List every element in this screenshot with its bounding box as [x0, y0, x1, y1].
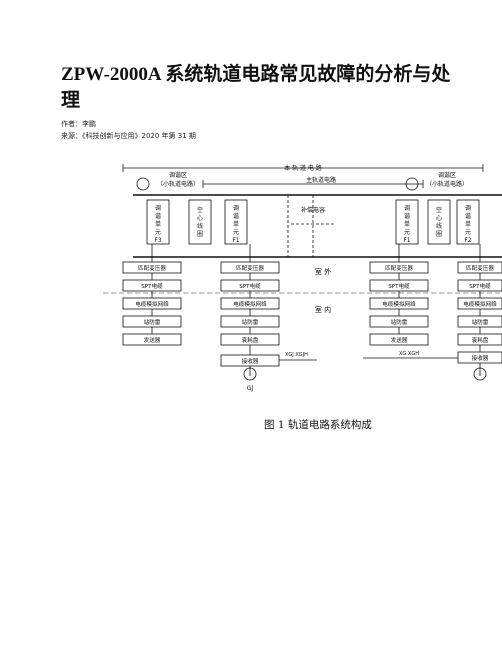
matching-transformer-4: 匹配变压器	[466, 264, 494, 272]
tuning-unit-f1-right-c5: F1	[403, 237, 410, 244]
tuning-unit-f1-left-c1: 调	[233, 204, 239, 212]
attenuator-2: 衰耗盘	[242, 336, 259, 344]
tuning-unit-f1-left-c2: 谐	[233, 212, 239, 220]
tuning-unit-f2-c1: 调	[465, 204, 471, 212]
tuning-unit-f1-right-c3: 单	[404, 220, 410, 228]
tuning-unit-f2-c3: 单	[465, 220, 471, 228]
air-coil-left-c2: 心	[197, 215, 203, 222]
tuning-unit-f3-c5: F3	[154, 237, 161, 244]
main-track-label: 主轨道电路	[306, 176, 336, 184]
air-coil-left-c3: 线	[197, 222, 203, 230]
xgj-xgjh-label: XGJ XGJH	[285, 352, 308, 358]
air-coil-right-c3: 线	[436, 222, 442, 230]
tuning-unit-f3-c4: 元	[155, 229, 161, 236]
air-coil-left-c4: 圈	[197, 231, 203, 238]
gj-label: GJ	[247, 385, 254, 392]
tuning-unit-f1-right-c2: 谐	[404, 212, 410, 220]
matching-transformer-3: 匹配变压器	[385, 264, 413, 272]
tuning-unit-f1-left-c3: 单	[233, 220, 239, 228]
air-coil-left-c1: 空	[197, 206, 203, 214]
article-author: 作者：李鹏	[61, 120, 96, 128]
matching-transformer-1: 匹配变压器	[138, 264, 166, 272]
tuning-zone-left: 调谐区	[169, 171, 187, 179]
spt-cable-3: SPT电缆	[388, 282, 410, 290]
receiver-2: 接收器	[242, 357, 259, 365]
transmitter-1: 发送器	[144, 336, 161, 344]
xg-xgh-label: XG XGH	[399, 351, 419, 357]
small-track-right: （小轨道电路）	[426, 180, 468, 188]
air-coil-right-c2: 心	[436, 215, 442, 222]
air-coil-right-c4: 圈	[436, 231, 442, 238]
air-coil-right-c1: 空	[436, 206, 442, 214]
tuning-unit-f1-right-c4: 元	[404, 229, 410, 236]
lightning-protector-4: 站防雷	[472, 318, 489, 326]
tuning-unit-f1-left-c5: F1	[232, 237, 239, 244]
compensation-label: 补偿电容	[301, 206, 325, 214]
outdoor-label: 室 外	[315, 267, 331, 276]
tuning-unit-f1-left-c4: 元	[233, 229, 239, 236]
track-circuit-diagram: 本 轨 道 电 路 主轨道电路 调谐区 （小轨道电路） 调谐区 （小轨道电路） …	[103, 164, 502, 392]
receiver-4: 接收器	[472, 354, 489, 362]
tuning-unit-f2-c4: 元	[465, 229, 471, 236]
tuning-unit-f3-c3: 单	[155, 220, 161, 228]
small-track-left: （小轨道电路）	[157, 180, 199, 188]
cable-sim-network-2: 电缆模拟网络	[233, 300, 267, 308]
tuning-unit-f2-c2: 谐	[465, 212, 471, 220]
tuning-unit-f3-c2: 谐	[155, 212, 161, 220]
tuning-zone-right: 调谐区	[438, 171, 456, 179]
cable-sim-network-1: 电缆模拟网络	[135, 300, 169, 308]
cable-sim-network-4: 电缆模拟网络	[463, 300, 497, 308]
tuning-unit-f2-c5: F2	[464, 237, 471, 244]
tuning-unit-f3-c1: 调	[155, 204, 161, 212]
tuning-unit-f1-right-c1: 调	[404, 204, 410, 212]
matching-transformer-2: 匹配变压器	[236, 264, 264, 272]
transmitter-3: 发送器	[391, 336, 408, 344]
figure-caption: 图 1 轨道电路系统构成	[264, 419, 372, 431]
top-main-label: 本 轨 道 电 路	[284, 164, 322, 172]
cable-sim-network-3: 电缆模拟网络	[382, 300, 416, 308]
indoor-label: 室 内	[315, 305, 331, 314]
article-title: ZPW-2000A 系统轨道电路常见故障的分析与处理	[61, 64, 451, 111]
article-source: 来源：《科技创新与应用》2020 年第 31 期	[61, 132, 196, 140]
attenuator-4: 衰耗盘	[472, 336, 489, 344]
spt-cable-4: SPT电缆	[469, 282, 491, 290]
spt-cable-2: SPT电缆	[239, 282, 261, 290]
lightning-protector-2: 站防雷	[242, 318, 259, 326]
spt-cable-1: SPT电缆	[141, 282, 163, 290]
lightning-protector-1: 站防雷	[144, 318, 161, 326]
lightning-protector-3: 站防雷	[391, 318, 408, 326]
